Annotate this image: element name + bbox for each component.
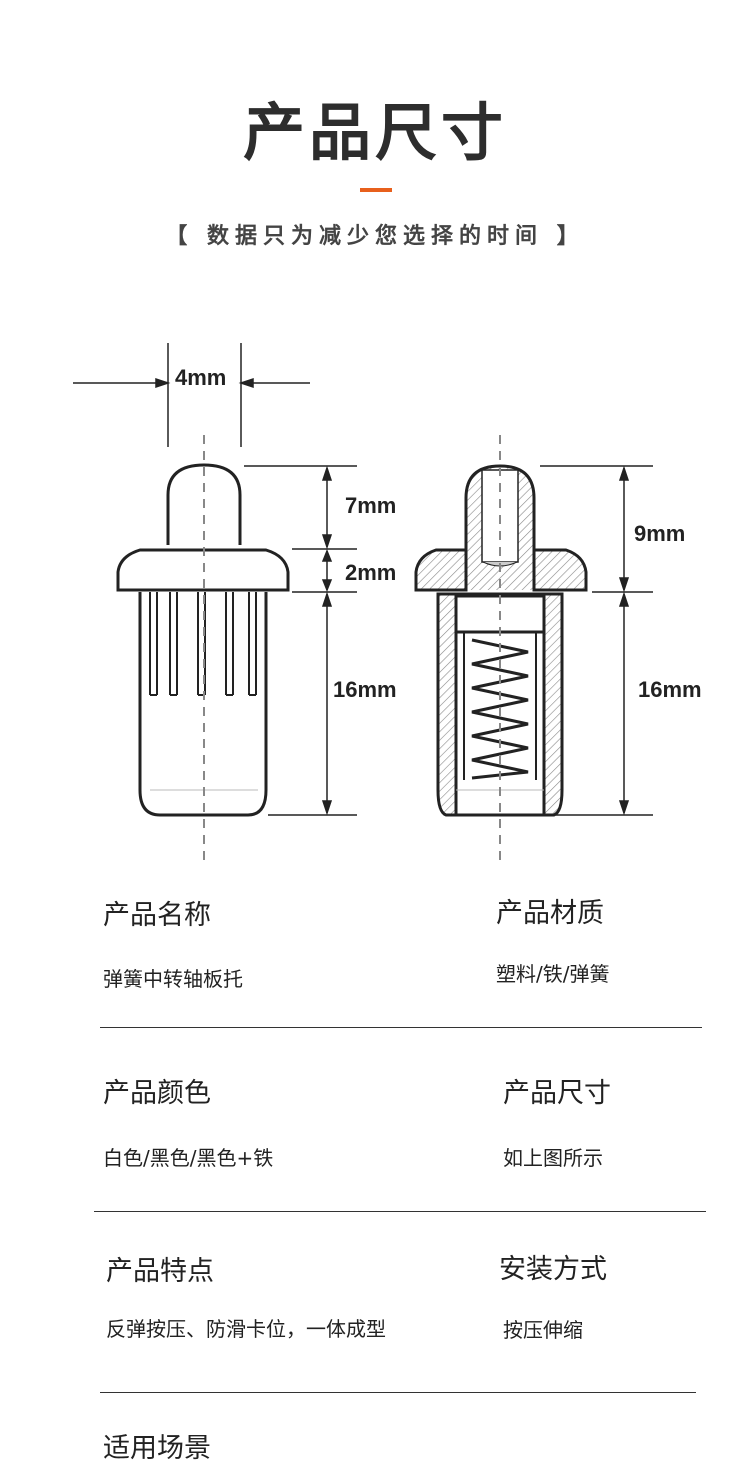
page-subtitle: 【 数据只为减少您选择的时间 】 — [165, 224, 585, 249]
spec-feature-label: 产品特点 — [106, 1256, 214, 1287]
spec-install-label: 安装方式 — [499, 1254, 607, 1285]
divider — [94, 1211, 706, 1212]
dimension-drawing: 4mm 7mm 2mm 16mm — [73, 343, 702, 865]
dim-left-body: 16mm — [333, 677, 397, 702]
spec-color-label: 产品颜色 — [103, 1078, 211, 1109]
spec-name-label: 产品名称 — [103, 900, 211, 931]
dim-left-mid: 2mm — [345, 560, 396, 585]
right-height-dimensions — [540, 465, 653, 816]
dim-left-width: 4mm — [175, 365, 226, 390]
spec-install-value: 按压伸缩 — [503, 1318, 583, 1342]
dim-right-body: 16mm — [638, 677, 702, 702]
divider — [100, 1027, 702, 1028]
spec-scene-label: 适用场景 — [103, 1433, 211, 1464]
spec-name-value: 弹簧中转轴板托 — [103, 967, 243, 991]
left-part-drawing — [116, 463, 290, 817]
spec-material-label: 产品材质 — [496, 898, 604, 929]
dim-left-top: 7mm — [345, 493, 396, 518]
spec-feature-value: 反弹按压、防滑卡位，一体成型 — [106, 1317, 386, 1341]
left-width-dimension — [73, 343, 310, 447]
left-height-dimensions — [244, 465, 357, 816]
spec-material-value: 塑料/铁/弹簧 — [496, 962, 610, 986]
spec-color-value: 白色/黑色/黑色+铁 — [103, 1146, 274, 1170]
dim-right-top: 9mm — [634, 521, 685, 546]
spec-size-value: 如上图所示 — [503, 1146, 603, 1170]
page-title: 产品尺寸 — [242, 96, 507, 169]
spec-size-label: 产品尺寸 — [503, 1078, 611, 1109]
accent-bar — [360, 188, 392, 192]
divider — [100, 1392, 696, 1393]
right-part-drawing — [414, 464, 588, 817]
